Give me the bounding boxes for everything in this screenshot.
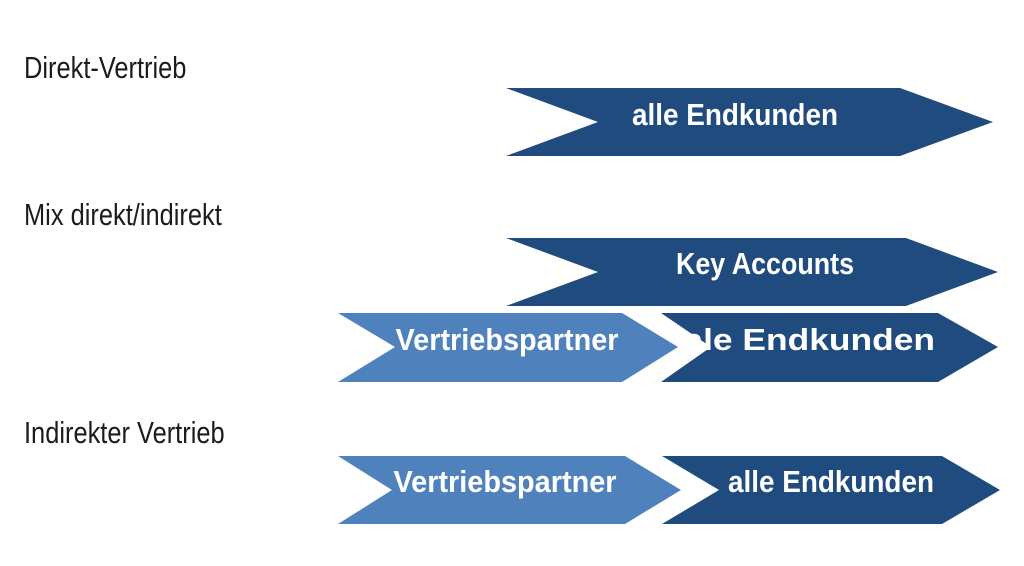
chevron-mix-partner: Vertriebspartner (338, 313, 678, 382)
chevron-label: Key Accounts (676, 246, 854, 281)
chevron-indirect-partner: Vertriebspartner (338, 456, 681, 524)
chevron-label: alle Endkunden (728, 464, 934, 499)
chevron-label: alle Endkunden (632, 97, 838, 132)
chevron-direct-all-customers: alle Endkunden (506, 88, 993, 156)
chevron-label: Vertriebspartner (394, 464, 617, 499)
section-label-mixed-sales: Mix direkt/indirekt (24, 197, 222, 232)
chevron-indirect-all-customers: alle Endkunden (662, 456, 1000, 524)
section-label-direct-sales: Direkt-Vertrieb (24, 50, 187, 85)
section-label-indirect-sales: Indirekter Vertrieb (24, 415, 225, 450)
chevron-label: Vertriebspartner (396, 322, 619, 357)
chevron-mix-key-accounts: Key Accounts (506, 238, 998, 306)
